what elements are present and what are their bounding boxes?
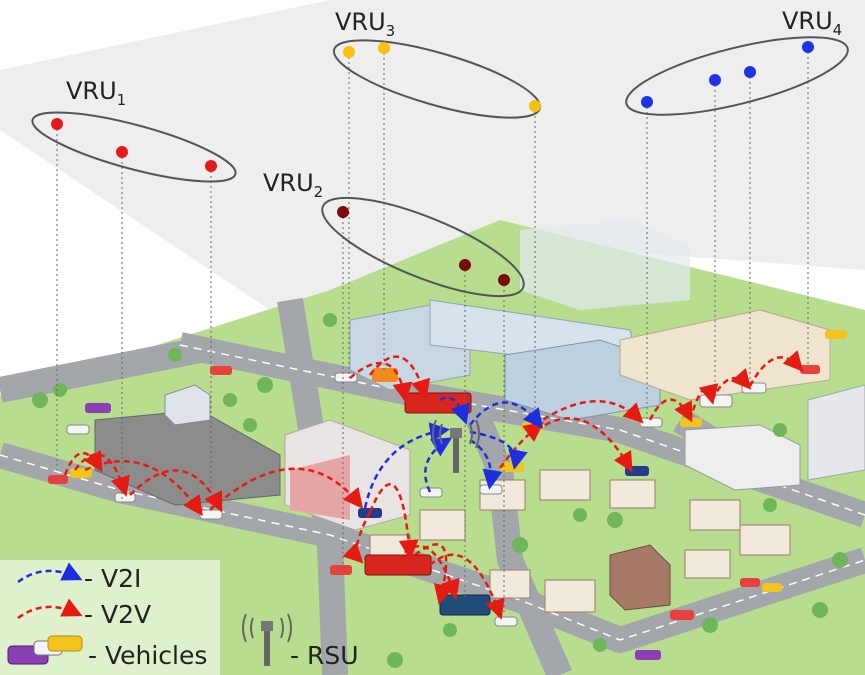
trees [32, 313, 848, 668]
vru-points [51, 41, 814, 286]
vru3-point [378, 42, 390, 54]
legend-rsu-icon [242, 613, 292, 666]
vru1-point [205, 160, 217, 172]
legend: - V2I - V2V - Vehicles - RSU [0, 560, 359, 675]
vru3-point [529, 100, 541, 112]
vru1-point [51, 118, 63, 130]
vru4-point [641, 96, 653, 108]
legend-vehicles-icon [7, 635, 83, 665]
vru1-label: VRU1 [66, 77, 126, 109]
legend-v2i-label: - V2I [84, 564, 141, 593]
legend-v2v-label: - V2V [84, 600, 151, 629]
vru2-point [459, 259, 471, 271]
vru4-label: VRU4 [782, 7, 842, 39]
rsu-tower [432, 419, 480, 473]
v2v-links [63, 350, 804, 620]
vru4-point [744, 66, 756, 78]
vru2-label: VRU2 [263, 169, 323, 201]
vru1-point [116, 146, 128, 158]
vru2-point [498, 274, 510, 286]
legend-rsu-label: - RSU [290, 641, 359, 670]
vru3-label: VRU3 [335, 8, 395, 40]
projection-lines [56, 47, 809, 615]
houses [369, 469, 791, 613]
legend-vehicles-label: - Vehicles [88, 641, 207, 670]
legend-v2i-swatch [17, 562, 83, 584]
vru2-point [337, 206, 349, 218]
vru4-point [709, 74, 721, 86]
legend-v2v-swatch [17, 598, 83, 620]
buildings [94, 220, 865, 611]
vru4-point [802, 41, 814, 53]
vru3-point [343, 46, 355, 58]
